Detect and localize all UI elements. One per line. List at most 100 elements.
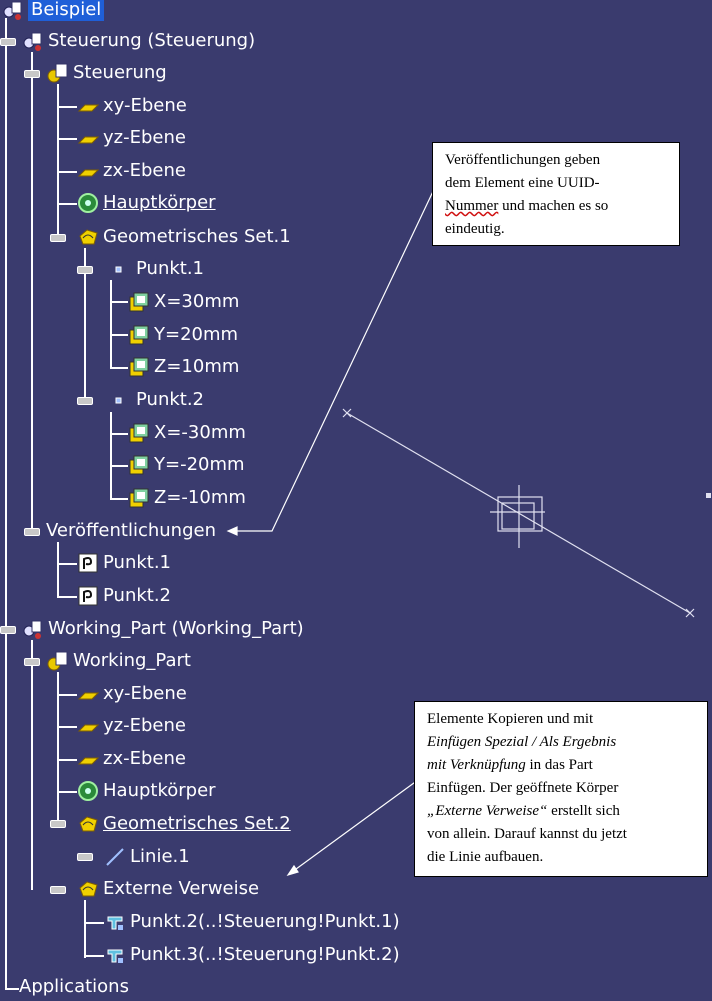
callout-external-references: Elemente Kopieren und mit Einfügen Spezi… [414,701,708,877]
parameter-icon [128,324,150,346]
tree-node-plane[interactable]: xy-Ebene [77,680,187,708]
tree-node-parameter[interactable]: Y=20mm [128,321,238,349]
collapse-toggle[interactable] [50,886,66,894]
callout-text: mit Verknüpfung in das Part [427,754,695,777]
tree-line [57,672,59,824]
tree-node-plane[interactable]: xy-Ebene [77,92,187,120]
point-icon [110,389,132,411]
tree-label: Hauptkörper [103,192,216,213]
axis-compass [490,485,545,548]
parameter-icon [128,422,150,444]
tree-node-part[interactable]: Steuerung [47,59,167,87]
tree-node-external-point[interactable]: Punkt.2(..!Steuerung!Punkt.1) [104,908,400,936]
collapse-toggle[interactable] [0,38,16,46]
callout-text: Einfügen. Der geöffnete Körper [427,780,619,796]
tree-line [57,138,77,140]
tree-line [110,412,112,500]
tree-line [110,433,128,435]
tree-label: Punkt.2(..!Steuerung!Punkt.1) [130,911,400,932]
plane-icon [77,715,100,737]
callout-text: in das Part [525,757,593,773]
collapse-toggle[interactable] [24,658,40,666]
tree-line [57,106,77,108]
tree-line [57,596,77,598]
tree-label: Punkt.1 [103,552,172,573]
tree-label: yz-Ebene [103,715,186,736]
line-icon [104,846,126,868]
callout-text: von allein. Darauf kannst du jetzt [427,826,627,842]
tree-node-plane[interactable]: zx-Ebene [77,157,186,185]
tree-node-line[interactable]: Linie.1 [104,843,190,871]
tree-line [57,171,77,173]
tree-node-body[interactable]: Hauptkörper [77,189,216,217]
tree-node-applications[interactable]: Applications [19,973,129,1001]
tree-node-geometrical-set[interactable]: Geometrisches Set.1 [77,223,291,251]
tree-node-product[interactable]: Working_Part (Working_Part) [22,615,304,643]
tree-label: Geometrisches Set.2 [103,813,291,834]
tree-node-plane[interactable]: yz-Ebene [77,712,186,740]
collapse-toggle[interactable] [24,528,40,536]
tree-line [31,52,33,532]
tree-line [110,280,112,368]
tree-label: Punkt.3(..!Steuerung!Punkt.2) [130,944,400,965]
tree-node-publications[interactable]: Veröffentlichungen [46,517,216,545]
callout-text: „Externe Verweise“ erstellt sich [427,800,695,823]
tree-label: Steuerung (Steuerung) [48,30,256,51]
callout-text: die Linie aufbauen. [427,849,544,865]
collapse-toggle[interactable] [50,234,66,242]
callout-arrow [286,779,419,877]
tree-node-product[interactable]: Steuerung (Steuerung) [22,27,255,55]
tree-label: Beispiel [28,0,105,21]
tree-node-publication[interactable]: Punkt.2 [77,582,171,610]
product-icon [22,30,44,52]
tree-line [57,542,59,598]
point-marker [342,408,352,418]
product-icon [22,618,44,640]
collapse-toggle[interactable] [50,820,66,828]
tree-label: Steuerung [73,62,167,83]
plane-icon [77,683,100,705]
callout-text: mit Verknüpfung [427,757,526,773]
tree-node-parameter[interactable]: Z=-10mm [128,484,246,512]
expand-toggle[interactable] [77,853,93,861]
tree-label: zx-Ebene [103,748,186,769]
tree-node-external-point[interactable]: Punkt.3(..!Steuerung!Punkt.2) [104,941,400,969]
geometrical-set-icon [77,813,99,835]
tree-node-geometrical-set[interactable]: Geometrisches Set.2 [77,810,291,838]
tree-line [57,84,59,239]
tree-line [31,640,33,890]
tree-node-parameter[interactable]: X=-30mm [128,419,246,447]
tree-node-point[interactable]: Punkt.2 [110,386,204,414]
tree-line [84,900,86,958]
tree-node-parameter[interactable]: Y=-20mm [128,451,245,479]
tree-line [110,465,128,467]
tree-label: yz-Ebene [103,127,186,148]
tree-node-point[interactable]: Punkt.1 [110,255,204,283]
tree-node-geometrical-set[interactable]: Externe Verweise [77,875,259,903]
tree-node-parameter[interactable]: X=30mm [128,288,239,316]
tree-node-part[interactable]: Working_Part [47,647,191,675]
tree-line [5,988,19,990]
collapse-toggle[interactable] [77,266,93,274]
tree-line [84,922,104,924]
collapse-toggle[interactable] [24,70,40,78]
collapse-toggle[interactable] [0,626,16,634]
publication-icon [77,552,99,574]
tree-line [110,301,128,303]
geometrical-set-icon [77,226,99,248]
tree-node-root[interactable]: Beispiel [2,0,105,24]
tree-line [57,694,77,696]
tree-label: xy-Ebene [103,95,187,116]
callout-text: Einfügen Spezial / Als Ergebnis [427,731,695,754]
external-point-icon [104,944,126,966]
point-icon [110,258,132,280]
tree-node-publication[interactable]: Punkt.1 [77,549,171,577]
tree-node-plane[interactable]: zx-Ebene [77,745,186,773]
tree-node-parameter[interactable]: Z=10mm [128,353,239,381]
callout-text: Nummer [445,198,499,214]
tree-label: X=-30mm [154,422,246,443]
collapse-toggle[interactable] [77,397,93,405]
tree-node-plane[interactable]: yz-Ebene [77,124,186,152]
tree-label: xy-Ebene [103,683,187,704]
tree-node-body[interactable]: Hauptkörper [77,777,216,805]
